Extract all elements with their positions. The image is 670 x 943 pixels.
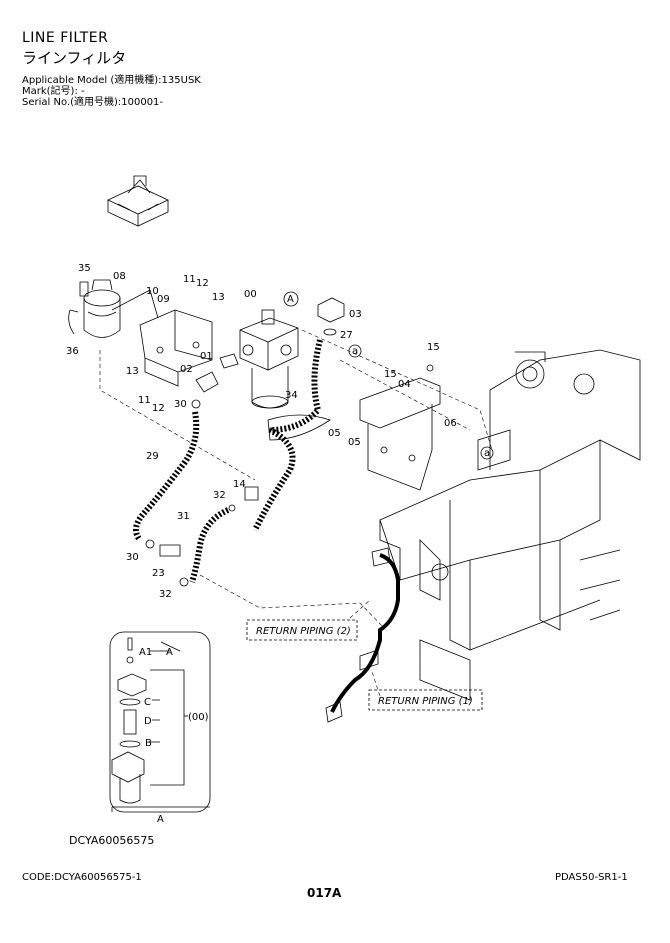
exploded-assy-00: (00) xyxy=(188,712,209,723)
exploded-parts xyxy=(111,637,147,804)
callout-11b: 11 xyxy=(138,395,151,406)
callout-30a: 30 xyxy=(174,399,187,410)
callout-32b: 32 xyxy=(159,589,172,600)
return-piping-1-box xyxy=(368,689,483,711)
leader-lines xyxy=(99,329,493,697)
callout-12a: 12 xyxy=(196,278,209,289)
oring-27 xyxy=(323,328,337,336)
callout-32a: 32 xyxy=(213,490,226,501)
exploded-view-box xyxy=(109,631,211,813)
callout-34: 34 xyxy=(285,390,298,401)
exploded-C: C xyxy=(144,697,151,708)
exploded-B: B xyxy=(145,738,152,749)
page-number: 017A xyxy=(307,886,342,900)
callout-a-2: a xyxy=(484,448,490,459)
bracket-09 xyxy=(139,309,213,387)
callout-04: 04 xyxy=(398,379,411,390)
callout-11a: 11 xyxy=(183,274,196,285)
machine-frame xyxy=(379,349,641,701)
callout-23: 23 xyxy=(152,568,165,579)
footer-code: CODE:DCYA60056575-1 xyxy=(22,872,142,883)
callout-15b: 15 xyxy=(384,369,397,380)
elbow-03 xyxy=(317,297,345,323)
exploded-D: D xyxy=(144,716,152,727)
callout-02: 02 xyxy=(180,364,193,375)
title-japanese: ラインフィルタ xyxy=(22,49,127,67)
exploded-bottom-A: A xyxy=(157,814,164,825)
callout-13a: 13 xyxy=(212,292,225,303)
callout-01: 01 xyxy=(200,351,213,362)
serial-number: Serial No.(適用号機):100001- xyxy=(22,97,164,108)
callout-10: 10 xyxy=(146,286,159,297)
return-piping-2-label: RETURN PIPING (2) xyxy=(256,626,351,637)
callout-15a: 15 xyxy=(427,342,440,353)
hose-29 xyxy=(133,411,200,542)
callout-36: 36 xyxy=(66,346,79,357)
bracket-04 xyxy=(359,364,441,491)
callout-05a: 05 xyxy=(328,428,341,439)
return-pipe xyxy=(330,553,400,713)
return-piping-2-box xyxy=(246,619,358,641)
exploded-A: A xyxy=(166,647,173,658)
filter-element-08 xyxy=(83,279,121,338)
callout-A: A xyxy=(287,294,294,305)
hose-34 xyxy=(252,339,323,532)
callout-27: 27 xyxy=(340,330,353,341)
return-piping-1-label: RETURN PIPING (1) xyxy=(378,696,473,707)
callout-08: 08 xyxy=(113,271,126,282)
callout-a-1: a xyxy=(352,346,358,357)
callout-14: 14 xyxy=(233,479,246,490)
drawing-code: DCYA60056575 xyxy=(69,834,155,847)
callout-35: 35 xyxy=(78,263,91,274)
tag-35 xyxy=(79,281,89,297)
callout-30b: 30 xyxy=(126,552,139,563)
callout-03: 03 xyxy=(349,309,362,320)
callout-31: 31 xyxy=(177,511,190,522)
orientation-icon xyxy=(107,175,169,227)
callout-09: 09 xyxy=(157,294,170,305)
callout-05b: 05 xyxy=(348,437,361,448)
callout-00: 00 xyxy=(244,289,257,300)
footer-ref: PDAS50-SR1-1 xyxy=(555,872,628,883)
filter-head-00 xyxy=(239,309,299,409)
band-36 xyxy=(68,309,79,335)
exploded-A1: A1 xyxy=(139,647,152,658)
callout-13b: 13 xyxy=(126,366,139,377)
title-english: LINE FILTER xyxy=(22,30,109,46)
callout-29: 29 xyxy=(146,451,159,462)
callout-06: 06 xyxy=(444,418,457,429)
hose-31 xyxy=(189,507,230,583)
mark: Mark(記号): - xyxy=(22,86,85,97)
applicable-model: Applicable Model (適用機種):135USK xyxy=(22,75,201,86)
callout-12b: 12 xyxy=(152,403,165,414)
